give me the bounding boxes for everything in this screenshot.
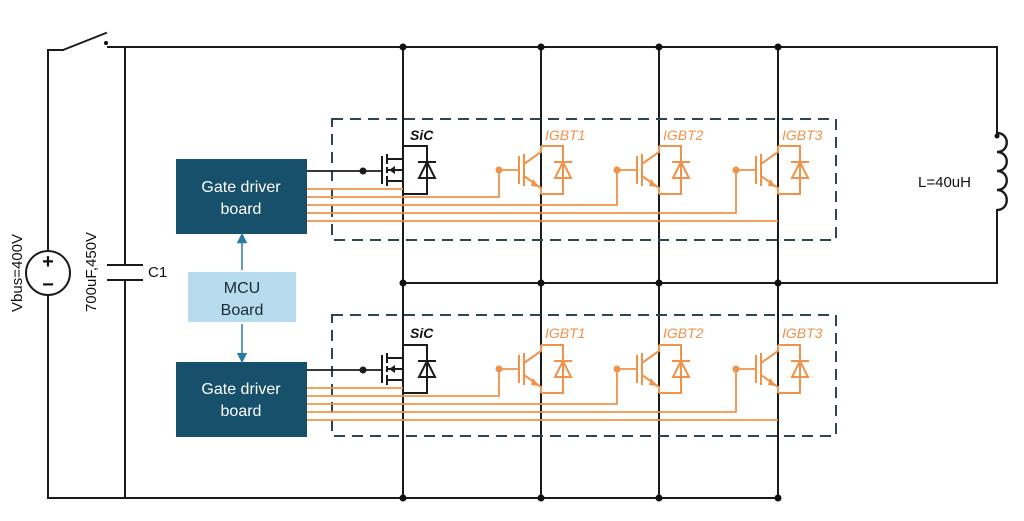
- junction-dot: [537, 494, 545, 502]
- inductor: L=40uH: [918, 131, 1008, 212]
- gate-driver-top-line1: Gate driver: [201, 179, 281, 196]
- junction-dot: [399, 279, 407, 287]
- bottom-igbt-emitter-arrow-icon: [649, 378, 657, 386]
- bottom-igbt-gate-wire: [307, 368, 637, 405]
- bottom-igbt-emitter-arrow-icon: [531, 378, 539, 386]
- bottom-igbt-terminals: [523, 345, 542, 393]
- gate-driver-bottom-box: [176, 362, 307, 437]
- bottom-igbt-diode-wire: [659, 344, 682, 394]
- junction-dot: [655, 494, 663, 502]
- top-igbt-diode-icon: [790, 159, 810, 179]
- bottom-igbt2-label: IGBT2: [663, 325, 704, 341]
- bottom-switch-group: [307, 314, 837, 437]
- top-switch-group: [307, 118, 837, 241]
- left-rail-wire: [47, 49, 779, 499]
- gate-driver-top-line2: board: [221, 201, 262, 218]
- source-minus: −: [42, 274, 54, 296]
- top-igbt-diode-icon: [553, 159, 573, 179]
- top-igbt-gate-wire: [307, 169, 637, 206]
- bottom-igbt3-label: IGBT3: [782, 325, 823, 341]
- junction-dot: [774, 279, 782, 287]
- mcu-board-box: [188, 272, 296, 322]
- mcu-line2: Board: [221, 302, 264, 319]
- bottom-igbt-terminals: [760, 345, 779, 393]
- bottom-igbt-emitter-arrow-icon: [768, 378, 776, 386]
- bottom-igbt-diode-icon: [790, 358, 810, 378]
- top-igbt-diode-wire: [659, 145, 682, 195]
- bottom-sic-label: SiC: [410, 325, 434, 341]
- top-bus-wire: [47, 46, 998, 134]
- junction-dot: [655, 279, 663, 287]
- bottom-sic-diode-icon: [417, 358, 437, 378]
- mid-bus-wire: [402, 209, 998, 284]
- inductor-label: L=40uH: [918, 174, 971, 191]
- bottom-igbt-gate-wire: [307, 368, 519, 397]
- bottom-igbt1-label: IGBT1: [545, 325, 585, 341]
- bottom-sic-body-arrow-icon: [389, 365, 395, 373]
- bottom-igbt-diode-icon: [671, 358, 691, 378]
- top-igbt2-label: IGBT2: [663, 127, 704, 143]
- gate-driver-top-box: [176, 159, 307, 234]
- mcu-line1: MCU: [224, 280, 260, 297]
- capacitor-rating: 700uF,450V: [83, 232, 100, 312]
- top-module-outline: [331, 118, 837, 241]
- bottom-igbt-gate-wire: [307, 368, 756, 413]
- top-igbt-diode-wire: [541, 145, 564, 195]
- junction-dot: [537, 43, 545, 51]
- top-igbt3-label: IGBT3: [782, 127, 823, 143]
- bottom-igbt-diode-wire: [778, 344, 801, 394]
- capacitor: 700uF,450V C1: [83, 232, 167, 312]
- bottom-module-outline: [331, 314, 837, 437]
- top-igbt-terminals: [760, 146, 779, 194]
- gate-driver-bottom-line2: board: [221, 403, 262, 420]
- source-symbol-icon: [25, 250, 71, 296]
- bottom-sic-diode-wire: [403, 344, 428, 394]
- top-igbt1-label: IGBT1: [545, 127, 585, 143]
- top-igbt-emitter-arrow-icon: [649, 179, 657, 187]
- inductor-coil-icon: [996, 131, 1008, 212]
- top-igbt-diode-icon: [671, 159, 691, 179]
- junction-dot: [774, 494, 782, 502]
- top-legs: [402, 46, 779, 284]
- bottom-igbt-diode-icon: [553, 358, 573, 378]
- bottom-igbt-terminals: [641, 345, 660, 393]
- top-sic-label: SiC: [410, 127, 434, 143]
- source-label: Vbus=400V: [9, 234, 26, 312]
- junction-dot: [655, 43, 663, 51]
- top-sic-diode-wire: [403, 145, 428, 195]
- gate-driver-bottom-line1: Gate driver: [201, 381, 281, 398]
- top-igbt-diode-wire: [778, 145, 801, 195]
- capacitor-name: C1: [148, 264, 167, 281]
- top-sic-body-arrow-icon: [389, 166, 395, 174]
- switch-contact: [104, 41, 108, 45]
- main-switch: [61, 31, 108, 52]
- bottom-igbt-diode-wire: [541, 344, 564, 394]
- junction-dot: [537, 279, 545, 287]
- top-igbt-emitter-arrow-icon: [768, 179, 776, 187]
- top-igbt-terminals: [641, 146, 660, 194]
- top-igbt-terminals: [523, 146, 542, 194]
- voltage-source: + − Vbus=400V: [9, 234, 71, 312]
- top-igbt-emitter-arrow-icon: [531, 179, 539, 187]
- source-plus: +: [42, 251, 54, 273]
- junction-dot: [399, 494, 407, 502]
- junction-dot: [774, 43, 782, 51]
- top-igbt-gate-wire: [307, 169, 519, 198]
- top-igbt-gate-wire: [307, 169, 756, 214]
- junction-dot: [399, 43, 407, 51]
- capacitor-plates-icon: [107, 264, 143, 281]
- inductor-polarity-dot: [994, 133, 1000, 139]
- top-sic-diode-icon: [417, 159, 437, 179]
- control-boards: Gate driver board Gate driver board MCU …: [176, 159, 307, 437]
